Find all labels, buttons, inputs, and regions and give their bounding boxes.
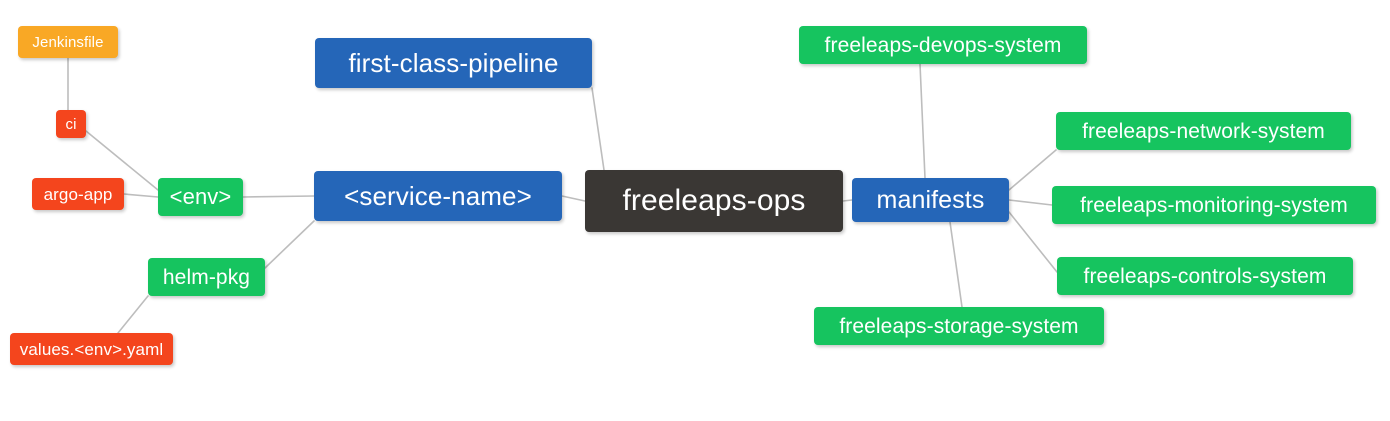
node-label-env: <env> <box>169 184 232 209</box>
node-freeleaps-ops[interactable]: freeleaps-ops <box>585 170 843 232</box>
node-controls-system[interactable]: freeleaps-controls-system <box>1057 257 1353 295</box>
node-env[interactable]: <env> <box>158 178 243 216</box>
edge-freeleaps-ops-to-manifests <box>842 199 853 202</box>
node-label-freeleaps-ops: freeleaps-ops <box>622 184 806 217</box>
edge-helm-pkg-to-values-yaml <box>117 295 149 334</box>
node-network-system[interactable]: freeleaps-network-system <box>1056 112 1351 150</box>
node-manifests[interactable]: manifests <box>852 178 1009 222</box>
node-monitoring-system[interactable]: freeleaps-monitoring-system <box>1052 186 1376 224</box>
node-argo-app[interactable]: argo-app <box>32 178 124 210</box>
node-ci[interactable]: ci <box>56 110 86 138</box>
edge-manifests-to-storage-system <box>949 221 963 308</box>
node-label-controls-system: freeleaps-controls-system <box>1083 264 1327 288</box>
node-label-service-name: <service-name> <box>344 181 532 211</box>
node-label-devops-system: freeleaps-devops-system <box>824 33 1062 57</box>
node-label-jenkinsfile: Jenkinsfile <box>32 33 104 51</box>
edge-manifests-to-controls-system <box>1008 211 1058 273</box>
node-devops-system[interactable]: freeleaps-devops-system <box>799 26 1087 64</box>
node-label-monitoring-system: freeleaps-monitoring-system <box>1080 193 1348 217</box>
node-values-yaml[interactable]: values.<env>.yaml <box>10 333 173 365</box>
edge-manifests-to-devops-system <box>919 63 926 179</box>
edge-manifests-to-network-system <box>1008 149 1057 191</box>
edge-service-name-to-env <box>242 195 315 198</box>
node-label-helm-pkg: helm-pkg <box>162 265 251 289</box>
node-label-network-system: freeleaps-network-system <box>1082 119 1325 143</box>
node-first-class-pipeline[interactable]: first-class-pipeline <box>315 38 592 88</box>
node-label-argo-app: argo-app <box>43 184 113 204</box>
node-jenkinsfile[interactable]: Jenkinsfile <box>18 26 118 58</box>
edge-service-name-to-helm-pkg <box>264 220 315 269</box>
node-label-values-yaml: values.<env>.yaml <box>19 339 164 359</box>
node-label-first-class-pipeline: first-class-pipeline <box>348 48 559 78</box>
edge-manifests-to-monitoring-system <box>1008 199 1053 206</box>
node-label-ci: ci <box>65 115 77 133</box>
edge-freeleaps-ops-to-service-name <box>561 195 586 202</box>
edge-freeleaps-ops-to-first-class-pipeline <box>591 87 605 171</box>
node-helm-pkg[interactable]: helm-pkg <box>148 258 265 296</box>
node-label-manifests: manifests <box>876 185 985 214</box>
node-label-storage-system: freeleaps-storage-system <box>839 314 1079 338</box>
node-storage-system[interactable]: freeleaps-storage-system <box>814 307 1104 345</box>
node-service-name[interactable]: <service-name> <box>314 171 562 221</box>
edge-env-to-argo-app <box>123 193 159 198</box>
